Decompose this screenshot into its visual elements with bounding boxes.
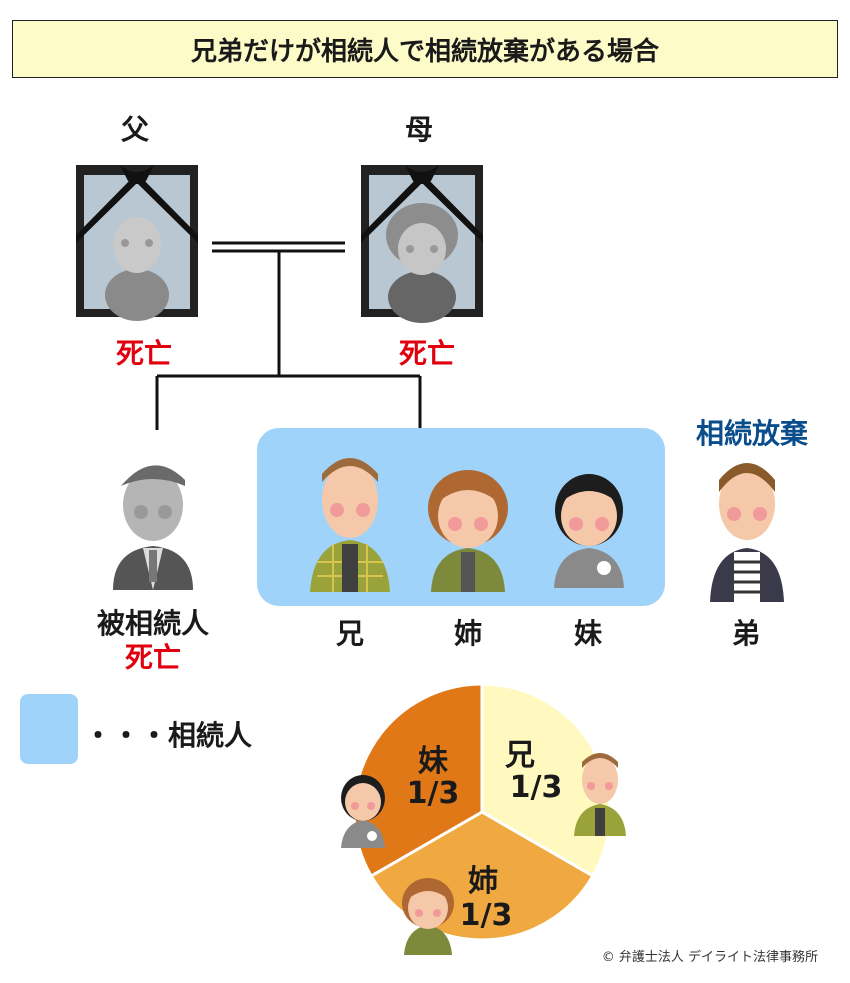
pie-icon-elder-brother: [570, 750, 630, 836]
father-face: [113, 217, 161, 273]
pie-icon-younger-sister: [335, 772, 391, 848]
mother-label: 母: [394, 108, 444, 148]
heir-label-elder-sister: 姉: [438, 612, 498, 652]
mother-face: [398, 223, 446, 275]
pie-label-elder-sister: 姉: [458, 856, 508, 900]
mother-body: [388, 271, 456, 323]
younger-brother-figure: [702, 452, 792, 602]
mother-portrait: [361, 165, 483, 317]
pie-value-younger-sister: 1/3: [393, 776, 473, 811]
heir-label-younger-sister: 妹: [558, 612, 618, 652]
copyright-notice: © 弁護士法人 デイライト法律事務所: [602, 946, 818, 965]
renounce-label: 相続放棄: [680, 412, 824, 452]
elder-brother-figure: [305, 452, 395, 592]
pie-icon-elder-sister: [398, 875, 458, 955]
father-portrait: [76, 165, 198, 317]
decedent-status: 死亡: [73, 636, 233, 676]
pie-value-elder-sister: 1/3: [446, 898, 526, 933]
younger-sister-figure: [544, 468, 634, 588]
father-status: 死亡: [104, 332, 184, 372]
elder-sister-figure: [423, 462, 513, 592]
renouncer-label: 弟: [716, 612, 776, 652]
decedent-figure: [103, 450, 203, 590]
legend-text: ・・・相続人: [84, 714, 252, 754]
mother-status: 死亡: [387, 332, 467, 372]
pie-label-elder-brother: 兄: [495, 730, 545, 774]
father-label: 父: [110, 108, 160, 148]
heir-label-elder-brother: 兄: [320, 612, 380, 652]
legend-swatch: [20, 694, 78, 764]
father-body: [105, 269, 169, 321]
pie-value-elder-brother: 1/3: [496, 770, 576, 805]
pie-label-younger-sister: 妹: [408, 736, 458, 780]
